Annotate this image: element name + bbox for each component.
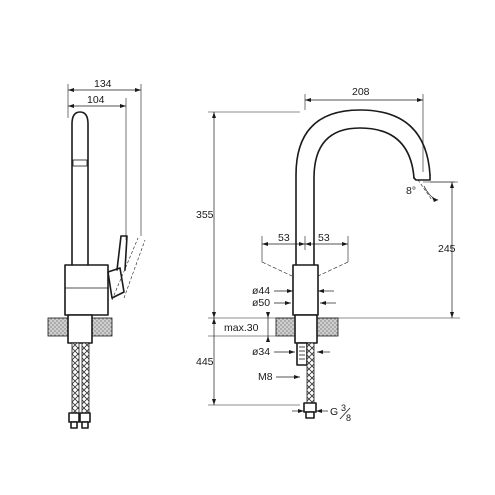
dim-53-left-label: 53: [278, 232, 290, 244]
front-shank: [294, 314, 318, 366]
dim-fraction-den: 8: [346, 413, 351, 423]
front-body: [292, 264, 319, 316]
front-lever: [261, 261, 349, 277]
dim-d44-label: ø44: [252, 285, 270, 297]
side-view: 134 104: [47, 78, 146, 429]
dim-shank-diameter: ø34: [252, 346, 330, 358]
side-hoses: [68, 342, 91, 429]
dim-spout-depth: 104: [68, 94, 127, 240]
dim-104-label: 104: [87, 94, 105, 106]
dim-445-label: 445: [196, 356, 214, 368]
dim-angle-label: 8°: [406, 185, 416, 197]
dim-d50-label: ø50: [252, 297, 270, 309]
dim-connection: G 3 8: [292, 403, 351, 423]
dim-total-height: 355: [196, 111, 300, 318]
side-lever: [107, 235, 146, 301]
dim-below-counter: 445: [196, 318, 300, 406]
dim-fraction-num: 3: [341, 403, 346, 413]
dim-base-diameter: ø50: [252, 297, 336, 309]
dim-overall-depth: 134: [67, 78, 142, 236]
dim-53-right-label: 53: [318, 232, 330, 244]
dim-max-counter: max.30: [224, 312, 270, 342]
dim-body-diameter: ø44: [252, 285, 334, 297]
dim-angle: 8°: [406, 181, 455, 202]
dim-245-label: 245: [438, 243, 456, 255]
side-body: [64, 264, 109, 316]
dim-m8-label: M8: [258, 371, 273, 383]
front-hose: [303, 342, 317, 419]
dim-handle-span: 53 53: [261, 232, 349, 262]
front-view: 208 8° 355 245: [196, 86, 460, 423]
dim-134-label: 134: [94, 78, 112, 90]
dim-thread: M8: [258, 371, 300, 383]
front-spout: [295, 109, 433, 266]
side-spout: [71, 111, 89, 266]
dim-max30-label: max.30: [224, 322, 259, 334]
dim-g-label: G: [330, 406, 338, 418]
dim-d34-label: ø34: [252, 346, 270, 358]
dim-spout-reach: 208: [304, 86, 424, 172]
dim-355-label: 355: [196, 209, 214, 221]
dim-spout-height: 245: [430, 181, 458, 318]
dim-208-label: 208: [352, 86, 370, 98]
